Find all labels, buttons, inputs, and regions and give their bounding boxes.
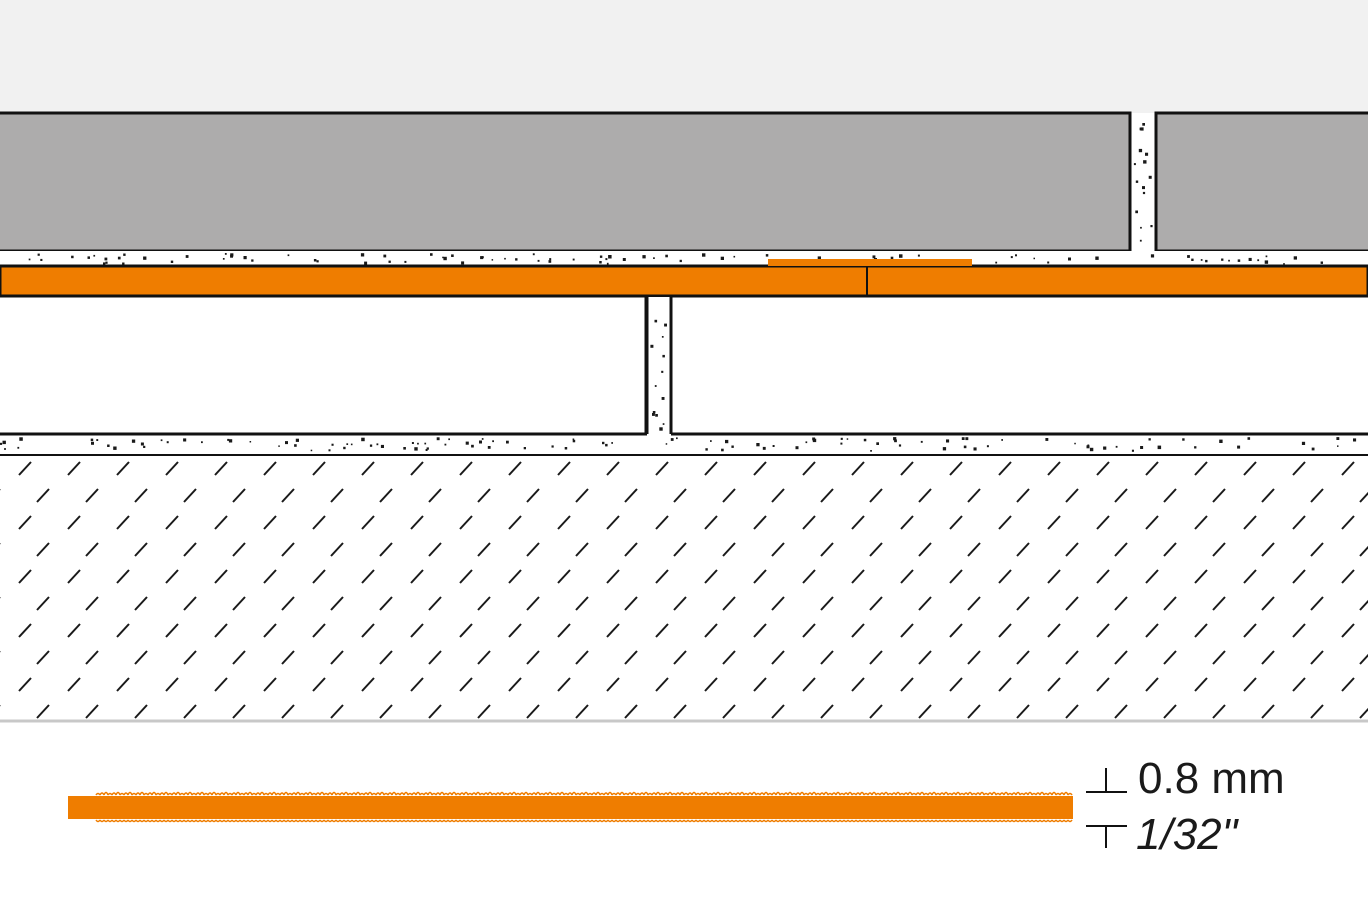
thickness-metric-label: 0.8 mm: [1138, 754, 1285, 803]
tile-right: [1154, 111, 1368, 253]
thinset-upper: [0, 113, 1368, 266]
lower-tile-left: [0, 294, 648, 436]
thickness-dimension: [1086, 768, 1127, 848]
lower-tile-right: [669, 294, 1368, 436]
thinset-lower: [0, 296, 1368, 454]
membrane-sample: [68, 791, 1073, 823]
membrane-layer: [0, 259, 1368, 298]
background-area: [0, 0, 1368, 113]
seam-cover-strip: [768, 259, 972, 266]
concrete-substrate: [0, 454, 1368, 723]
tile-left: [0, 111, 1132, 253]
thickness-imperial-label: 1/32": [1136, 810, 1238, 859]
